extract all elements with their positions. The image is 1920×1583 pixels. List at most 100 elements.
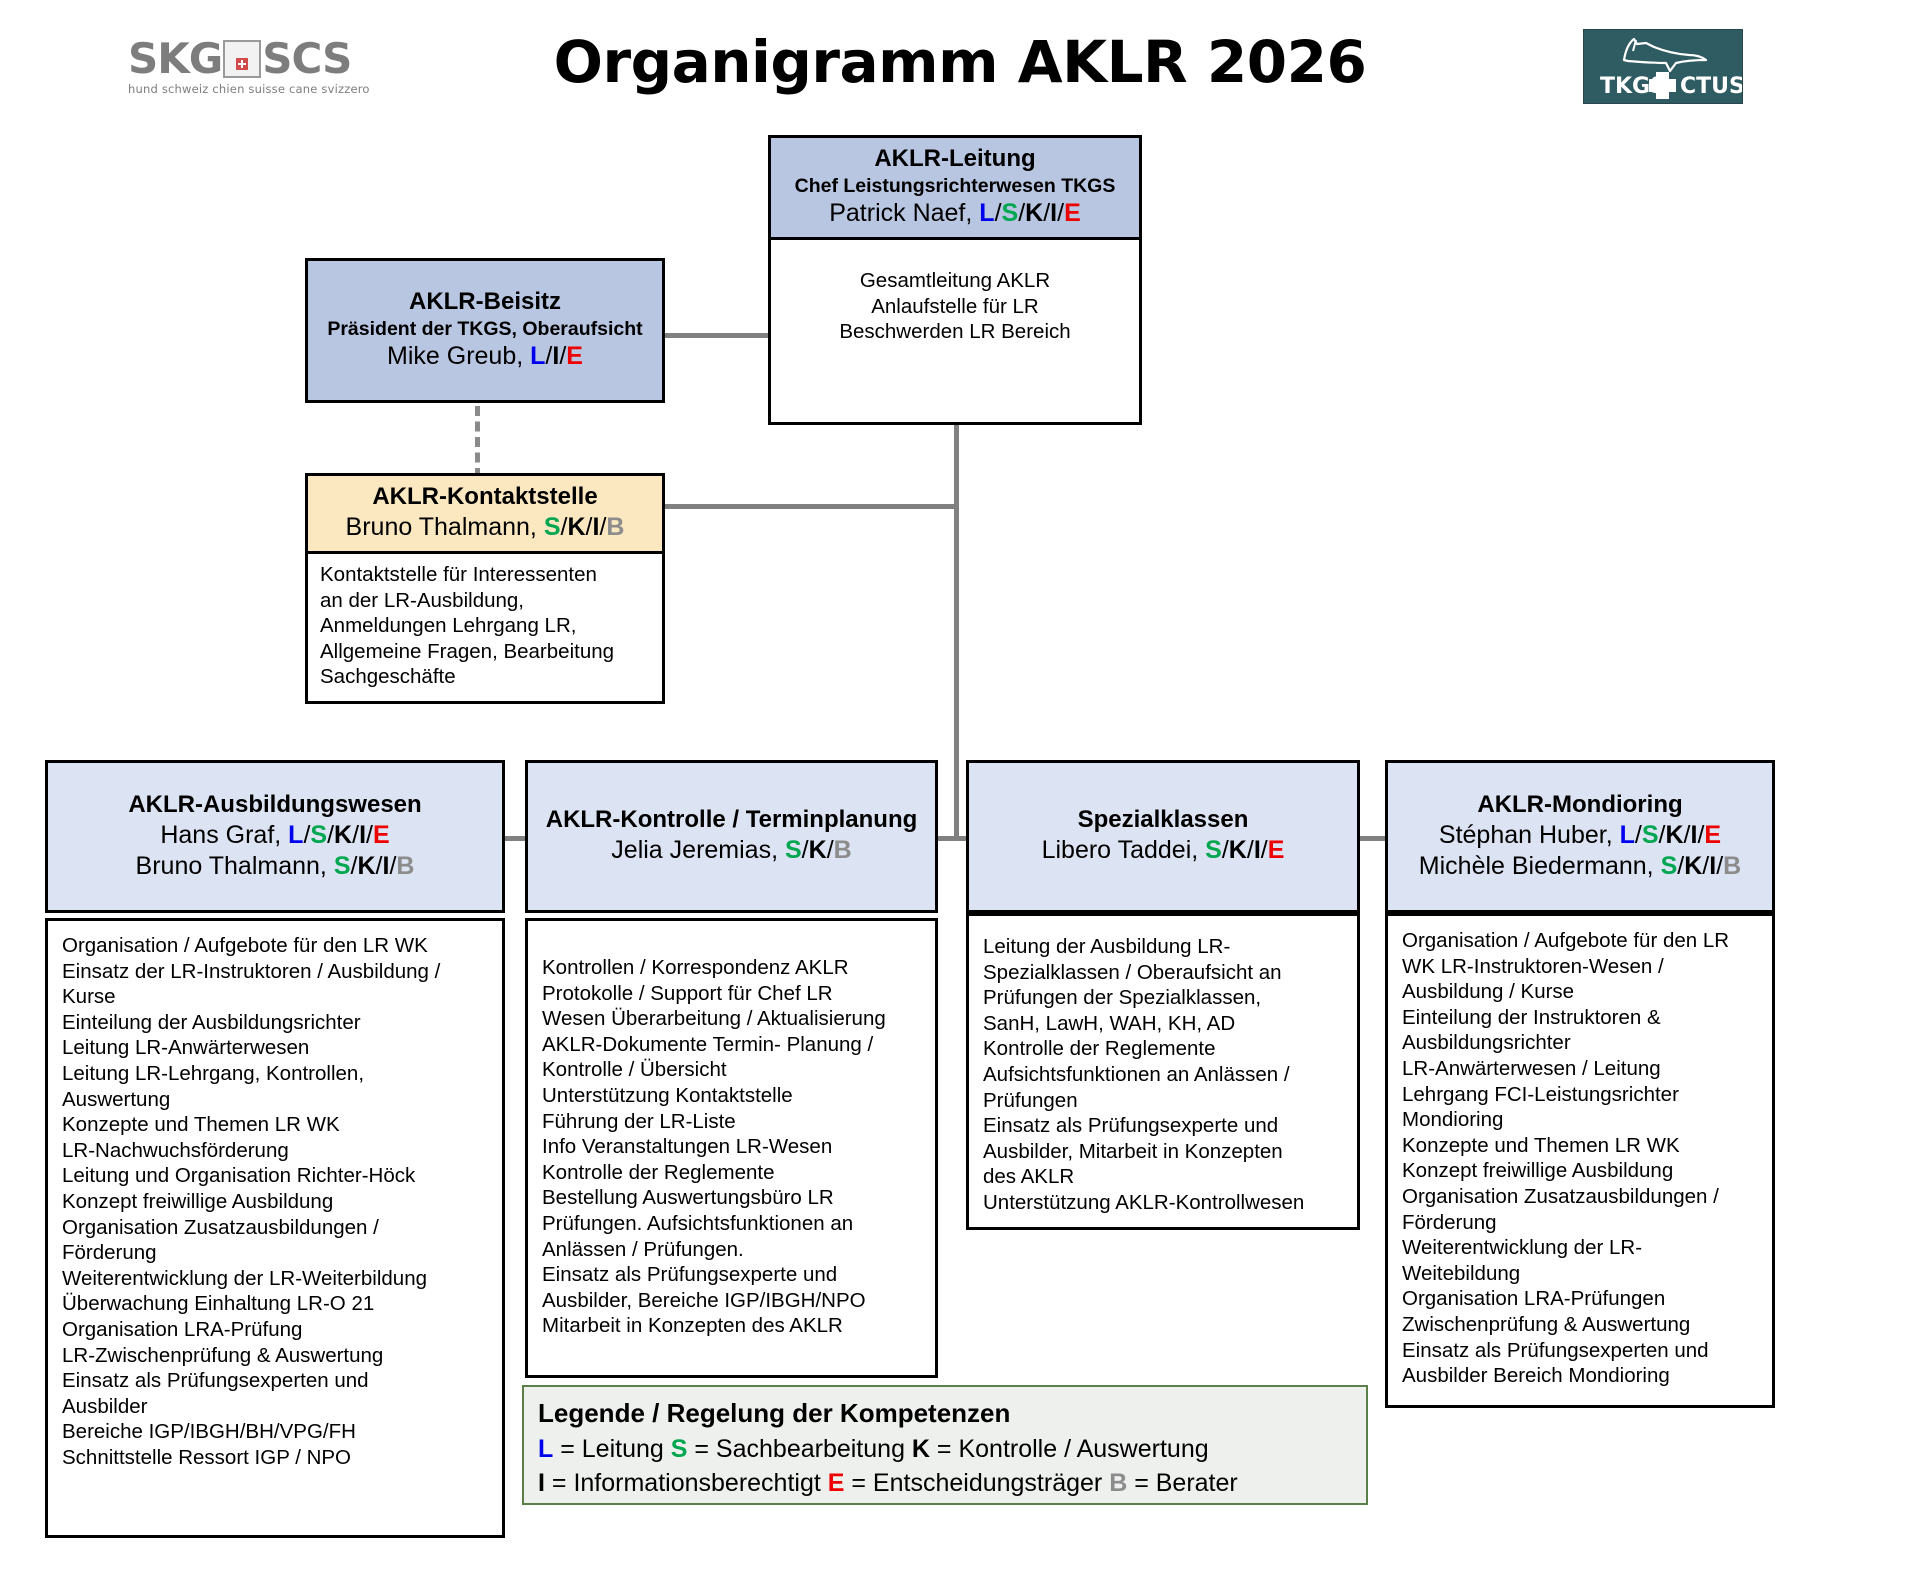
competence-code-S: S [1641,820,1659,849]
competence-code-K: K [1228,836,1247,864]
node-aklr-beisitz-person: Mike Greub, L/I/E [314,341,656,372]
department-spezialklassen[interactable]: Spezialklassen Libero Taddei, S/K/I/E [966,760,1360,913]
node-aklr-leitung-header: AKLR-Leitung Chef Leistungsrichterwesen … [771,138,1139,240]
node-aklr-leitung[interactable]: AKLR-Leitung Chef Leistungsrichterwesen … [768,135,1142,425]
task-line: Einsatz der LR-Instruktoren / Ausbildung… [62,959,441,983]
legend-row-2: I = Informationsberechtigt E = Entscheid… [538,1466,1352,1500]
legend-code-L-description: = Leitung [553,1435,671,1463]
competence-code-K: K [357,851,376,880]
code-separator: / [1246,836,1254,864]
competence-code-I: I [382,851,390,880]
competence-code-S: S [1001,199,1019,227]
skg-logo-left-word: SKG [128,34,223,83]
task-line: Anlaufstelle für LR [871,294,1039,318]
department-person-1-codes: S/K/I/E [1205,836,1284,864]
legend-code-I-description: = Informationsberechtigt [544,1469,828,1497]
node-aklr-kontaktstelle-person: Bruno Thalmann, S/K/I/B [314,512,656,543]
task-line: LR-Nachwuchsförderung [62,1138,289,1162]
code-separator: / [560,513,568,541]
department-aklr-kontrolle-terminplanung[interactable]: AKLR-Kontrolle / Terminplanung Jelia Jer… [525,760,938,913]
competence-code-E: E [1704,820,1722,849]
competence-code-I: I [552,342,560,370]
node-aklr-kontaktstelle-title: AKLR-Kontaktstelle [372,483,598,510]
competence-code-E: E [372,820,390,849]
competence-code-B: B [833,836,852,864]
code-separator: / [1018,199,1026,227]
department-aklr-ausbildungswesen[interactable]: AKLR-Ausbildungswesen Hans Graf, L/S/K/I… [45,760,505,913]
task-line: Anmeldungen Lehrgang LR, [320,614,577,638]
task-line: Leitung und Organisation Richter-Höck [62,1164,416,1188]
task-line: Sachgeschäfte [320,665,456,689]
task-line: Beschwerden LR Bereich [839,320,1071,344]
task-line: Weiterentwicklung der LR- [1402,1236,1643,1260]
competence-code-S: S [333,851,351,880]
code-separator: / [350,851,358,880]
code-separator: / [1057,199,1065,227]
task-line: Führung der LR-Liste [542,1109,736,1133]
competence-code-I: I [592,513,600,541]
task-line: an der LR-Ausbildung, [320,588,524,612]
task-line: Protokolle / Support für Chef LR [542,981,833,1005]
node-aklr-beisitz[interactable]: AKLR-Beisitz Präsident der TKGS, Oberauf… [305,258,665,403]
task-line: Einsatz als Prüfungsexperten und [1402,1338,1709,1362]
node-aklr-leitung-person-name: Patrick Naef, [829,199,973,227]
node-aklr-leitung-codes: L/S/K/I/E [979,199,1080,227]
code-separator: / [1702,851,1710,880]
task-line: Prüfungen der Spezialklassen, [983,986,1262,1010]
node-aklr-kontaktstelle[interactable]: AKLR-Kontaktstelle Bruno Thalmann, S/K/I… [305,473,665,704]
code-separator: / [1677,851,1685,880]
connector-beisitz-to-kontaktstelle [475,406,480,478]
department-title: AKLR-Mondioring [1477,790,1683,818]
competence-code-L: L [1619,820,1635,849]
legend-code-E: E [827,1469,845,1497]
department-aklr-kontrolle-terminplanung-header: AKLR-Kontrolle / Terminplanung Jelia Jer… [528,763,935,910]
code-separator: / [1260,836,1268,864]
task-line: AKLR-Dokumente Termin- Planung / [542,1032,874,1056]
task-line: Ausbilder Bereich Mondioring [1402,1364,1670,1388]
connector-kontaktstelle-to-trunk [664,504,957,509]
code-separator: / [352,820,360,849]
competence-code-E: E [1267,836,1285,864]
task-line: Einteilung der Ausbildungsrichter [62,1010,361,1034]
task-line: Ausbilder, Bereiche IGP/IBGH/NPO [542,1288,866,1312]
code-separator: / [327,820,335,849]
task-line: Wesen Überarbeitung / Aktualisierung [542,1007,886,1031]
page-title: Organigramm AKLR 2026 [553,28,1367,96]
task-line: Organisation Zusatzausbildungen / [1402,1184,1719,1208]
competence-code-K: K [808,836,827,864]
department-aklr-mondioring[interactable]: AKLR-Mondioring Stéphan Huber, L/S/K/I/E… [1385,760,1775,913]
legend-row-1: L = Leitung S = Sachbearbeitung K = Kont… [538,1432,1352,1466]
legend-code-S-description: = Sachbearbeitung [687,1435,912,1463]
competence-code-K: K [1684,851,1703,880]
task-line: Einteilung der Instruktoren & [1402,1005,1661,1029]
competence-code-B: B [606,513,625,541]
task-line: Ausbildungsrichter [1402,1031,1571,1055]
department-spezialklassen-tasks-box: Leitung der Ausbildung LR-Spezialklassen… [966,913,1360,1230]
legend-code-E-description: = Entscheidungsträger [844,1469,1110,1497]
task-line: Kurse [62,985,116,1009]
code-separator: / [375,851,383,880]
task-line: Konzept freiwillige Ausbildung [62,1189,334,1213]
competence-code-E: E [1064,199,1081,227]
competence-code-I: I [1050,199,1058,227]
task-line: Einsatz als Prüfungsexperte und [542,1263,838,1287]
task-line: Aufsichtsfunktionen an Anlässen / [983,1062,1290,1086]
task-line: Spezialklassen / Oberaufsicht an [983,960,1282,984]
department-spezialklassen-header: Spezialklassen Libero Taddei, S/K/I/E [969,763,1357,910]
skg-logo-right-word: SCS [262,34,352,83]
task-line: Bereiche IGP/IBGH/BH/VPG/FH [62,1420,356,1444]
node-aklr-beisitz-header: AKLR-Beisitz Präsident der TKGS, Oberauf… [308,261,662,400]
department-person-2-codes: S/K/I/B [1661,852,1742,880]
competence-code-I: I [1709,851,1717,880]
node-aklr-beisitz-title: AKLR-Beisitz [408,288,561,315]
code-separator: / [559,342,567,370]
code-separator: / [801,836,809,864]
department-title: AKLR-Kontrolle / Terminplanung [545,806,918,833]
task-line: Gesamtleitung AKLR [859,269,1051,292]
node-aklr-kontaktstelle-person-name: Bruno Thalmann, [345,513,537,541]
